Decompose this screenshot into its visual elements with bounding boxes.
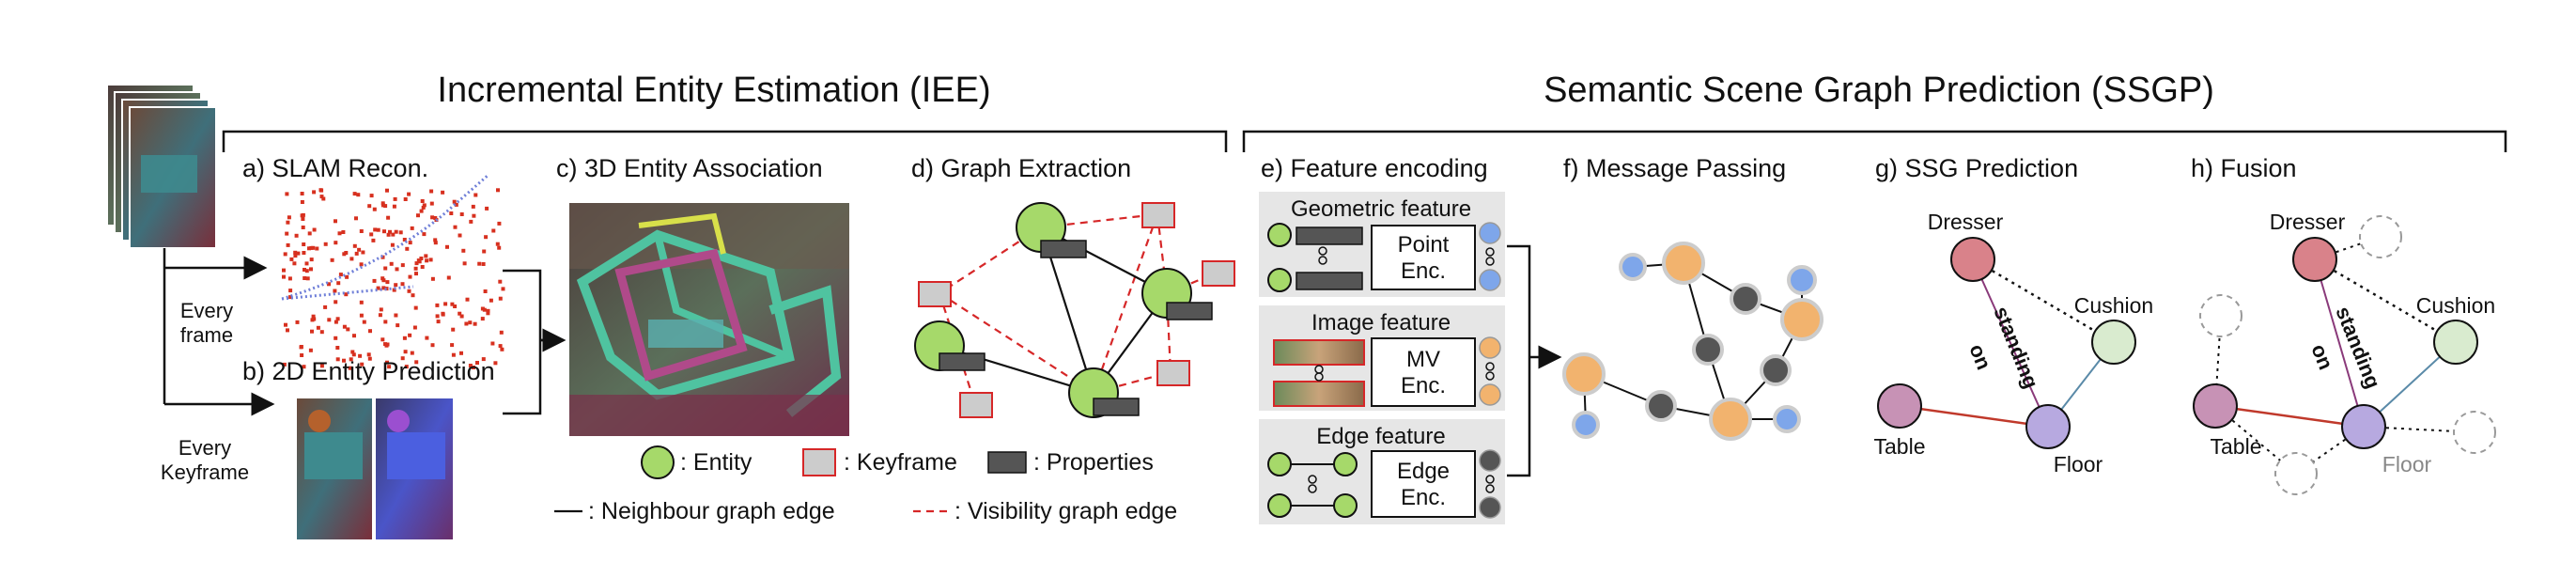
mv-encoder-box	[1371, 337, 1476, 407]
every-frame-label-2: frame	[180, 323, 233, 347]
edge-encoder-box	[1371, 450, 1476, 518]
label-cushion: Cushion	[2074, 293, 2153, 318]
iee-title: Incremental Entity Estimation (IEE)	[437, 70, 990, 110]
legend-entity-label: : Entity	[680, 449, 753, 476]
fusion-node-floor	[2341, 404, 2386, 449]
panel-c-title: c) 3D Entity Association	[556, 154, 823, 182]
geometric-feature-title: Geometric feature	[1291, 196, 1471, 222]
merge-connector	[503, 269, 562, 415]
graph-extraction	[914, 202, 1235, 418]
edge-encoder-label-1: Edge	[1397, 459, 1450, 484]
legend-entity-swatch	[641, 445, 675, 479]
every-keyframe-label-1: Every	[178, 436, 231, 460]
point-encoder-label-1: Point	[1398, 232, 1450, 258]
fusion-node-table	[2193, 383, 2238, 429]
label-table: Table	[1874, 434, 1926, 459]
label-floor: Floor	[2054, 452, 2103, 476]
panel-d-title: d) Graph Extraction	[911, 154, 1131, 182]
legend-properties-swatch	[987, 451, 1027, 474]
fusion-new-node-4	[2453, 411, 2496, 454]
fusion-node-cushion	[2433, 320, 2478, 365]
ssgp-title: Semantic Scene Graph Prediction (SSGP)	[1544, 70, 2214, 110]
fusion-new-node-3	[2274, 452, 2318, 495]
node-table	[1877, 383, 1922, 429]
legend: : Entity : Keyframe : Properties : Neigh…	[554, 445, 1177, 524]
ssgp-bracket	[1242, 130, 2507, 152]
entity-prediction-images	[297, 398, 453, 539]
label-on: on	[1964, 341, 1995, 373]
image-feature-title: Image feature	[1311, 310, 1451, 336]
edge-encoder-label-2: Enc.	[1401, 485, 1446, 510]
every-keyframe-label-2: Keyframe	[161, 461, 249, 484]
every-frame-label-1: Every	[180, 299, 233, 322]
panel-f-title: f) Message Passing	[1563, 154, 1786, 182]
node-dresser	[1950, 237, 1995, 282]
legend-keyframe-swatch	[802, 448, 836, 476]
panel-e-title: e) Feature encoding	[1261, 154, 1488, 182]
legend-neighbour-label: : Neighbour graph edge	[588, 498, 835, 524]
fusion-graph: Dresser Cushion Table Floor standing on	[2193, 210, 2496, 495]
fusion-new-node-1	[2359, 215, 2402, 258]
node-cushion	[2091, 320, 2136, 365]
legend-keyframe-label: : Keyframe	[844, 449, 957, 476]
encoder-merge-connector	[1507, 244, 1531, 477]
point-encoder-label-2: Enc.	[1401, 258, 1446, 284]
panel-h-title: h) Fusion	[2191, 154, 2297, 182]
legend-properties-label: : Properties	[1033, 449, 1154, 476]
mv-encoder-label-2: Enc.	[1401, 373, 1446, 398]
fusion-label-on: on	[2306, 341, 2337, 373]
fusion-node-dresser	[2292, 237, 2337, 282]
label-standing: standing	[1989, 304, 2043, 392]
entity-association-image	[569, 203, 849, 436]
fusion-label-table: Table	[2211, 434, 2262, 459]
input-frame-stack	[106, 84, 217, 249]
fusion-new-node-2	[2199, 294, 2242, 337]
message-passing-graph	[1562, 242, 1823, 441]
feature-encoding: Geometric feature Point Enc. Image featu…	[1259, 192, 1505, 524]
panel-b-title: b) 2D Entity Prediction	[242, 357, 495, 385]
fusion-label-dresser: Dresser	[2270, 210, 2346, 234]
legend-visibility-label: : Visibility graph edge	[954, 498, 1177, 524]
point-encoder-box	[1371, 225, 1476, 290]
ssg-prediction-graph: Dresser Cushion Table Floor standing on	[1874, 210, 2154, 476]
fusion-label-standing: standing	[2331, 304, 2385, 392]
fusion-label-cushion: Cushion	[2416, 293, 2495, 318]
edge-feature-title: Edge feature	[1316, 424, 1445, 449]
mv-encoder-label-1: MV	[1406, 347, 1440, 372]
fusion-label-floor: Floor	[2382, 452, 2432, 476]
panel-a-title: a) SLAM Recon.	[242, 154, 428, 182]
node-floor	[2025, 404, 2071, 449]
label-dresser: Dresser	[1928, 210, 2004, 234]
slam-point-cloud	[281, 173, 505, 370]
panel-g-title: g) SSG Prediction	[1875, 154, 2078, 182]
iee-bracket	[222, 130, 1228, 152]
